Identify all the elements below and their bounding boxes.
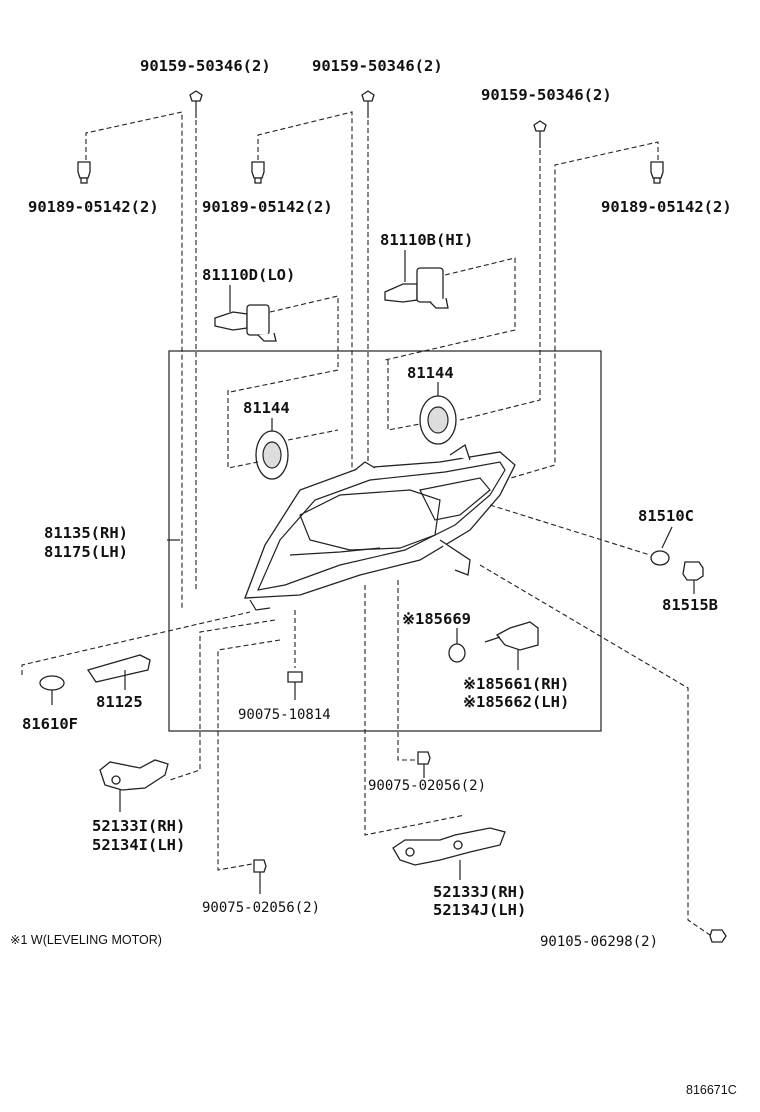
- grommet-icon[interactable]: [287, 671, 303, 700]
- label-nut-b: 90189-05142(2): [202, 198, 333, 216]
- label-cap-1: 81144: [243, 399, 290, 417]
- label-part-81125: 81125: [96, 693, 143, 711]
- label-nut-c: 90189-05142(2): [601, 198, 732, 216]
- label-bracket-i-rh: 52133I(RH): [92, 817, 185, 835]
- label-grommet: 90075-10814: [238, 707, 331, 723]
- socket-81125-icon[interactable]: [86, 654, 151, 690]
- oring-85669-icon[interactable]: [448, 628, 466, 663]
- label-bracket-j-rh: 52133J(RH): [433, 883, 526, 901]
- label-motor-rh: ※185661(RH): [463, 675, 569, 693]
- bolt-c-icon[interactable]: [533, 120, 547, 148]
- label-screw-bottom: 90105-06298(2): [540, 934, 658, 950]
- bulb-81510c-icon[interactable]: [650, 550, 670, 566]
- label-socket-81515b: 81515B: [662, 596, 718, 614]
- assembly-frame: [168, 350, 602, 732]
- label-unit-lh: 81175(LH): [44, 543, 128, 561]
- bolt-a-icon[interactable]: [189, 90, 203, 118]
- nut-a-icon[interactable]: [77, 161, 91, 184]
- label-bulb-81510c: 81510C: [638, 507, 694, 525]
- label-screw-low: 90075-02056(2): [202, 900, 320, 916]
- label-bolt-a: 90159-50346(2): [140, 57, 271, 75]
- figure-code: 816671C: [686, 1083, 737, 1097]
- bulb-hi-icon[interactable]: [384, 250, 449, 309]
- label-bulb-lo: 81110D(LO): [202, 266, 295, 284]
- label-bracket-i-lh: 52134I(LH): [92, 836, 185, 854]
- headlamp-unit-icon[interactable]: [244, 443, 516, 611]
- leveling-motor-icon[interactable]: [484, 621, 539, 670]
- label-motor-lh: ※185662(LH): [463, 693, 569, 711]
- label-nut-a: 90189-05142(2): [28, 198, 159, 216]
- cap-1-icon[interactable]: [255, 418, 289, 480]
- label-screw-mid: 90075-02056(2): [368, 778, 486, 794]
- label-cap-2: 81144: [407, 364, 454, 382]
- nut-c-icon[interactable]: [650, 161, 664, 184]
- screw-mid-icon[interactable]: [417, 751, 431, 778]
- label-bolt-c: 90159-50346(2): [481, 86, 612, 104]
- bracket-j-icon[interactable]: [392, 827, 506, 880]
- nut-b-icon[interactable]: [251, 161, 265, 184]
- bulb-lo-icon[interactable]: [214, 285, 277, 342]
- label-bolt-b: 90159-50346(2): [312, 57, 443, 75]
- socket-81515b-icon[interactable]: [682, 561, 704, 594]
- label-unit-rh: 81135(RH): [44, 524, 128, 542]
- bracket-i-icon[interactable]: [99, 759, 169, 812]
- label-bracket-j-lh: 52134J(LH): [433, 901, 526, 919]
- bolt-b-icon[interactable]: [361, 90, 375, 118]
- screw-bottom-icon[interactable]: [709, 929, 727, 943]
- label-part-85669: ※185669: [402, 610, 471, 628]
- bulb-81610f-icon[interactable]: [39, 675, 65, 705]
- screw-low-icon[interactable]: [253, 859, 267, 894]
- footnote: ※1 W(LEVELING MOTOR): [10, 933, 162, 947]
- label-bulb-81610f: 81610F: [22, 715, 78, 733]
- cap-2-icon[interactable]: [419, 382, 457, 445]
- label-bulb-hi: 81110B(HI): [380, 231, 473, 249]
